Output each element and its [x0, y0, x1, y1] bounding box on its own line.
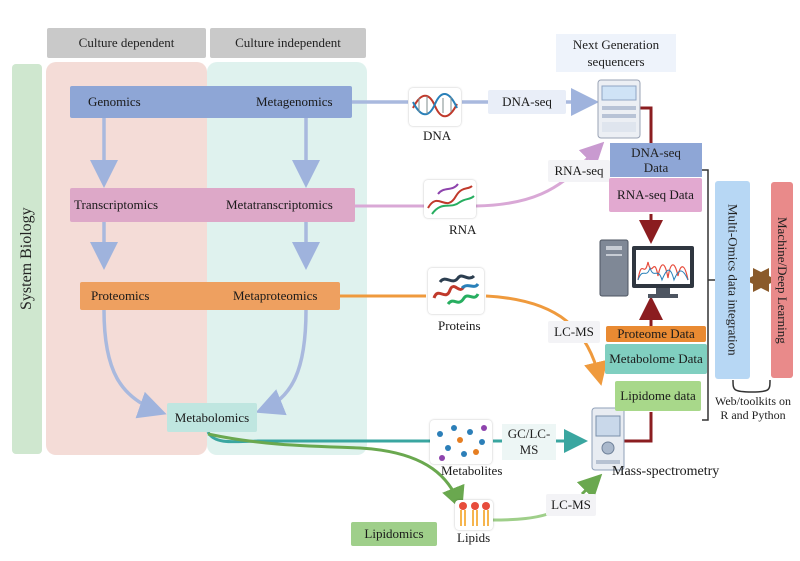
- proteomics-label: Proteomics: [91, 288, 150, 303]
- transcriptomics-box: [70, 188, 355, 222]
- genomics-metagenomics-box: [70, 86, 352, 118]
- dna-label: DNA: [423, 128, 452, 143]
- proteome-data-box: Proteome Data: [606, 326, 706, 342]
- metabolites-icon: [430, 420, 492, 464]
- dna-seq-method: DNA-seq: [488, 90, 566, 114]
- dna-seq-data-box: DNA-seq Data: [610, 143, 702, 177]
- proteins-label: Proteins: [438, 318, 481, 333]
- rna-seq-data-box: RNA-seq Data: [609, 178, 702, 212]
- culture-dependent-header: Culture dependent: [47, 28, 206, 58]
- toolkit-note: Web/toolkits on R and Python: [706, 394, 800, 422]
- dna-seq-data-line1: DNA-seq: [631, 145, 681, 160]
- genomics-label: Genomics: [88, 94, 141, 109]
- gc-lc-ms-line2: MS: [519, 442, 539, 457]
- mass-spectrometry-label: Mass-spectrometry: [612, 464, 720, 479]
- lipidomics-box: Lipidomics: [351, 522, 437, 546]
- lc-ms-method-1: LC-MS: [548, 321, 600, 343]
- lipidome-data-box: Lipidome data: [615, 381, 701, 411]
- transcriptomics-label: Transcriptomics: [74, 197, 159, 212]
- ngs-title-line1: Next Generation: [572, 37, 660, 52]
- dna-seq-data-line2: Data: [643, 160, 669, 175]
- culture-independent-header: Culture independent: [210, 28, 366, 58]
- gc-lc-ms-line1: GC/LC-: [507, 426, 551, 441]
- proteins-icon: [428, 268, 484, 314]
- metabolomics-box: Metabolomics: [167, 403, 257, 432]
- rna-seq-method: RNA-seq: [548, 160, 610, 182]
- dna-icon: [409, 88, 461, 126]
- proteomics-box: [80, 282, 340, 310]
- sequencer-icon: [596, 78, 642, 142]
- multi-omics-integration: Multi-Omics data integration: [715, 181, 750, 379]
- metatranscriptomics-label: Metatranscriptomics: [226, 197, 333, 212]
- ngs-title: Next Generation sequencers: [556, 34, 676, 72]
- metaproteomics-label: Metaproteomics: [233, 288, 318, 303]
- system-biology-band: [12, 64, 42, 454]
- toolkit-note-line1: Web/toolkits on: [714, 394, 792, 408]
- machine-deep-learning: Machine/Deep Learning: [771, 182, 793, 378]
- metabolome-data-box: Metabolome Data: [605, 344, 707, 374]
- computer-icon: [598, 236, 698, 302]
- lipids-icon: [455, 500, 493, 530]
- lc-ms-method-2: LC-MS: [546, 494, 596, 516]
- mass-spectrometer-icon: [590, 406, 626, 472]
- lipids-label: Lipids: [457, 530, 491, 545]
- toolkit-note-line2: R and Python: [720, 408, 786, 422]
- rna-label: RNA: [449, 222, 477, 237]
- gc-lc-ms-method: GC/LC- MS: [502, 424, 556, 460]
- ngs-title-line2: sequencers: [587, 54, 645, 69]
- metagenomics-label: Metagenomics: [256, 94, 333, 109]
- metabolites-label: Metabolites: [441, 463, 503, 478]
- rna-icon: [424, 180, 476, 218]
